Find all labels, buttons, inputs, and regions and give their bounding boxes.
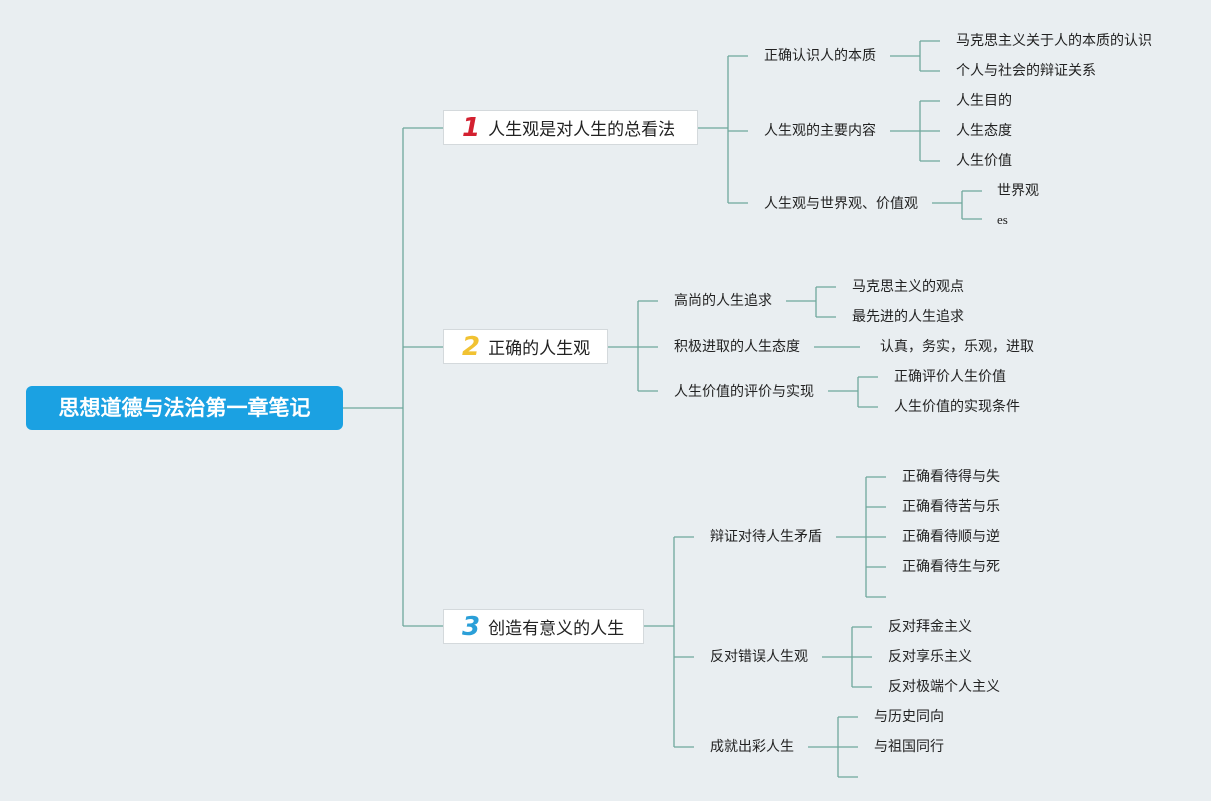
leaf[interactable]: 人生价值 (956, 153, 1012, 169)
leaf[interactable]: 与祖国同行 (874, 739, 944, 755)
number-3-icon: 3 (462, 611, 481, 642)
leaf[interactable]: 认真，务实，乐观，进取 (880, 339, 1034, 355)
leaf[interactable]: 反对享乐主义 (888, 649, 972, 665)
leaf[interactable]: 个人与社会的辩证关系 (956, 63, 1096, 79)
leaf[interactable]: 反对拜金主义 (888, 619, 972, 635)
subtopic-1-1[interactable]: 正确认识人的本质 (764, 48, 876, 64)
leaf[interactable]: 正确看待顺与逆 (902, 529, 1000, 545)
subtopic-1-3[interactable]: 人生观与世界观、价值观 (764, 196, 918, 212)
leaf[interactable]: 正确看待苦与乐 (902, 499, 1000, 515)
leaf[interactable]: 最先进的人生追求 (852, 309, 964, 325)
leaf[interactable]: 与历史同向 (874, 709, 944, 725)
topic-3[interactable]: 3 创造有意义的人生 (443, 609, 644, 644)
topic-2[interactable]: 2 正确的人生观 (443, 329, 608, 364)
number-2-icon: 2 (462, 331, 481, 362)
topic-1[interactable]: 1 人生观是对人生的总看法 (443, 110, 698, 145)
number-1-icon: 1 (462, 112, 481, 143)
subtopic-3-3[interactable]: 成就出彩人生 (710, 739, 794, 755)
topic-3-title: 创造有意义的人生 (488, 619, 625, 639)
leaf[interactable]: 反对极端个人主义 (888, 679, 1000, 695)
root-topic[interactable]: 思想道德与法治第一章笔记 (26, 386, 343, 430)
leaf[interactable]: 世界观 (997, 183, 1039, 199)
leaf[interactable]: 正确看待得与失 (902, 469, 1000, 485)
leaf[interactable]: 正确看待生与死 (902, 559, 1000, 575)
leaf[interactable]: 人生目的 (956, 93, 1012, 109)
topic-1-title: 人生观是对人生的总看法 (488, 120, 676, 140)
leaf[interactable]: 马克思主义的观点 (852, 279, 964, 295)
leaf[interactable]: 马克思主义关于人的本质的认识 (956, 33, 1152, 49)
topic-2-title: 正确的人生观 (488, 339, 591, 359)
leaf[interactable]: 人生价值的实现条件 (894, 399, 1020, 415)
subtopic-1-2[interactable]: 人生观的主要内容 (764, 123, 876, 139)
leaf[interactable]: 正确评价人生价值 (894, 369, 1006, 385)
subtopic-3-2[interactable]: 反对错误人生观 (710, 649, 808, 665)
subtopic-2-1[interactable]: 高尚的人生追求 (674, 293, 772, 309)
leaf[interactable]: es (997, 212, 1008, 227)
subtopic-2-2[interactable]: 积极进取的人生态度 (674, 339, 800, 355)
subtopic-2-3[interactable]: 人生价值的评价与实现 (674, 384, 814, 400)
subtopic-3-1[interactable]: 辩证对待人生矛盾 (710, 529, 822, 545)
leaf[interactable]: 人生态度 (956, 123, 1012, 139)
